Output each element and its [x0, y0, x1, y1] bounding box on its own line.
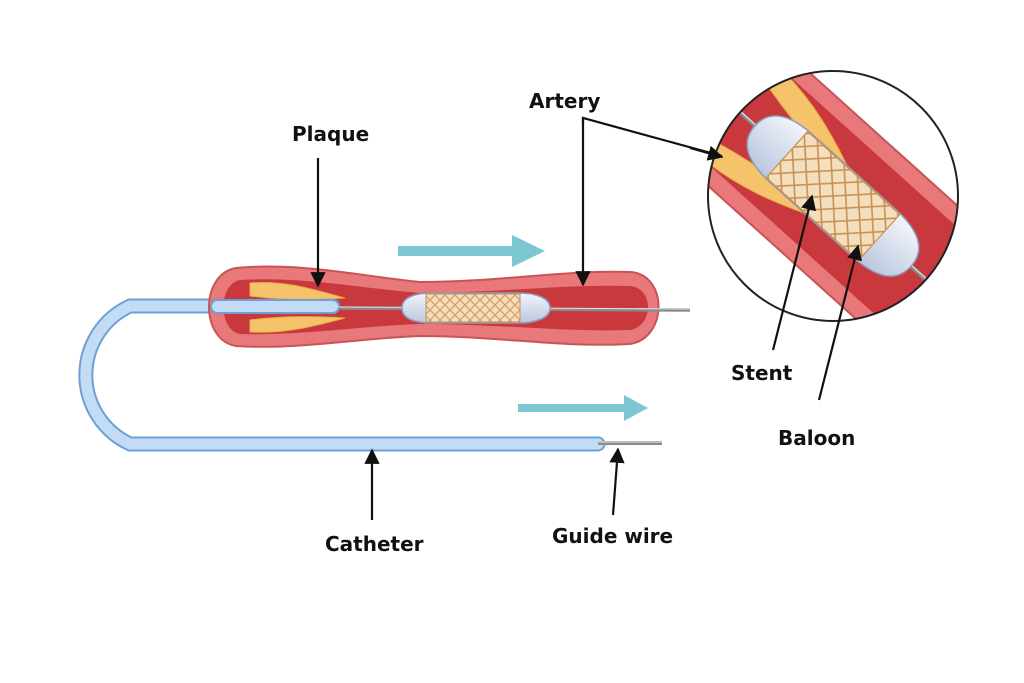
- plaque-bottom: [249, 316, 346, 333]
- leader-lines: [310, 116, 863, 520]
- magnified-view: [707, 70, 959, 322]
- artery-leader-zoom: [689, 145, 724, 161]
- guide-wire-leader: [609, 447, 625, 516]
- guide-wire-label: Guide wire: [552, 524, 674, 548]
- plaque-top: [249, 281, 346, 300]
- flow-arrow-icon: [398, 235, 545, 267]
- plaque-label: Plaque: [292, 122, 370, 146]
- flow-arrow-icon: [518, 395, 648, 421]
- guide-wire-lower: [598, 441, 662, 445]
- stent-label: Stent: [731, 361, 793, 385]
- catheter-label: Catheter: [325, 532, 424, 556]
- balloon-stent: [401, 292, 551, 324]
- stent-leader: [771, 194, 817, 351]
- baloon-leader: [817, 244, 863, 401]
- baloon-label: Baloon: [778, 426, 856, 450]
- catheter-tube: [78, 298, 606, 452]
- catheter-tip: [210, 299, 340, 314]
- artery-label: Artery: [529, 89, 601, 113]
